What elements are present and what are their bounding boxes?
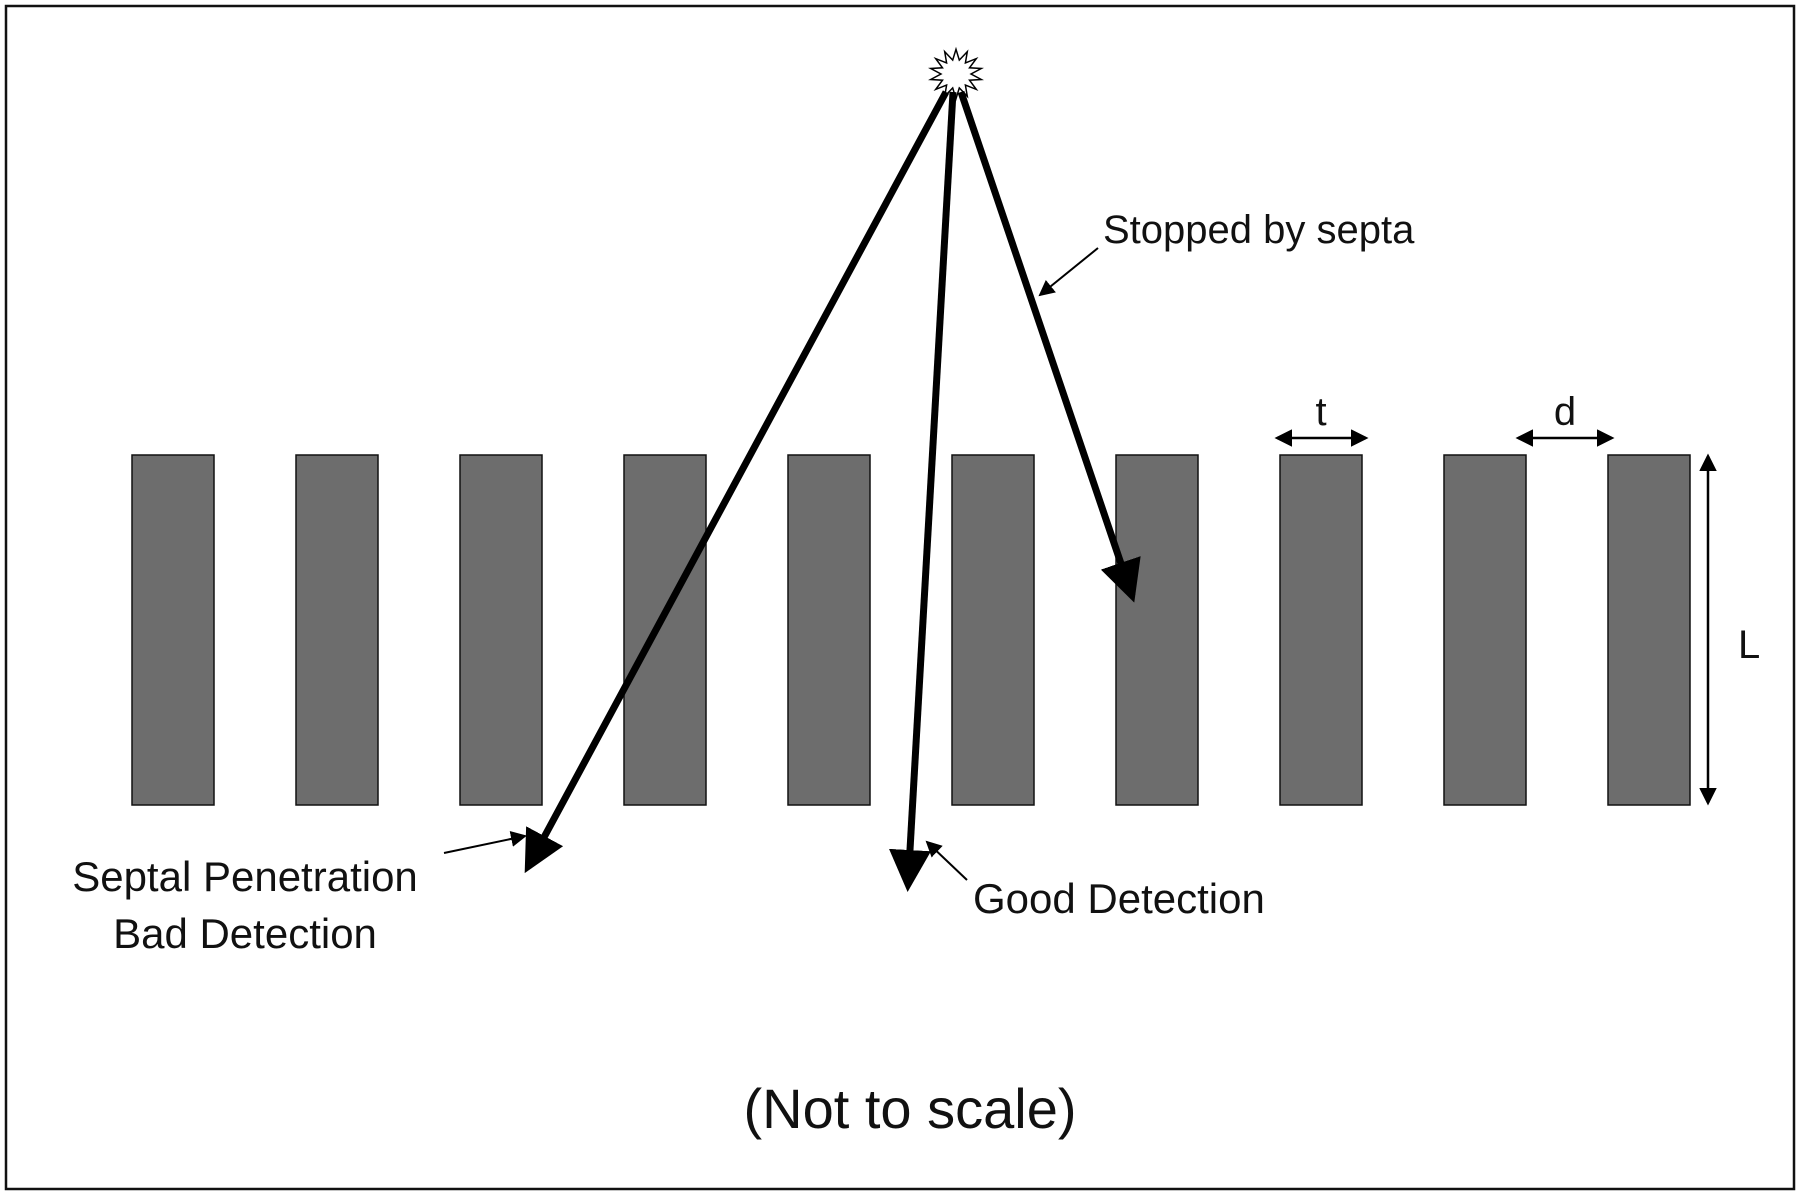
label-t: t <box>1315 390 1326 434</box>
leader-stopped-by-septa <box>1038 247 1099 297</box>
collimator-septa <box>131 454 1691 806</box>
septum <box>459 454 543 806</box>
ray-septal-penetration <box>524 90 950 874</box>
label-septal-penetration: Septal Penetration <box>72 853 418 900</box>
septum <box>131 454 215 806</box>
septum <box>787 454 871 806</box>
label-bad-detection: Bad Detection <box>113 910 377 957</box>
ray-stopped-by-septa <box>957 90 1141 603</box>
ray-good-detection <box>889 91 957 892</box>
label-not-to-scale: (Not to scale) <box>744 1077 1077 1140</box>
septum <box>1115 454 1199 806</box>
label-L: L <box>1738 623 1760 667</box>
label-stopped-by-septa: Stopped by septa <box>1103 208 1415 252</box>
septum <box>1607 454 1691 806</box>
leader-septal-penetration <box>443 831 527 854</box>
septum <box>623 454 707 806</box>
septum <box>1443 454 1527 806</box>
label-d: d <box>1554 390 1576 434</box>
septum <box>1279 454 1363 806</box>
septum <box>951 454 1035 806</box>
leader-good-detection <box>925 840 968 881</box>
septum <box>295 454 379 806</box>
label-good-detection: Good Detection <box>973 875 1265 922</box>
